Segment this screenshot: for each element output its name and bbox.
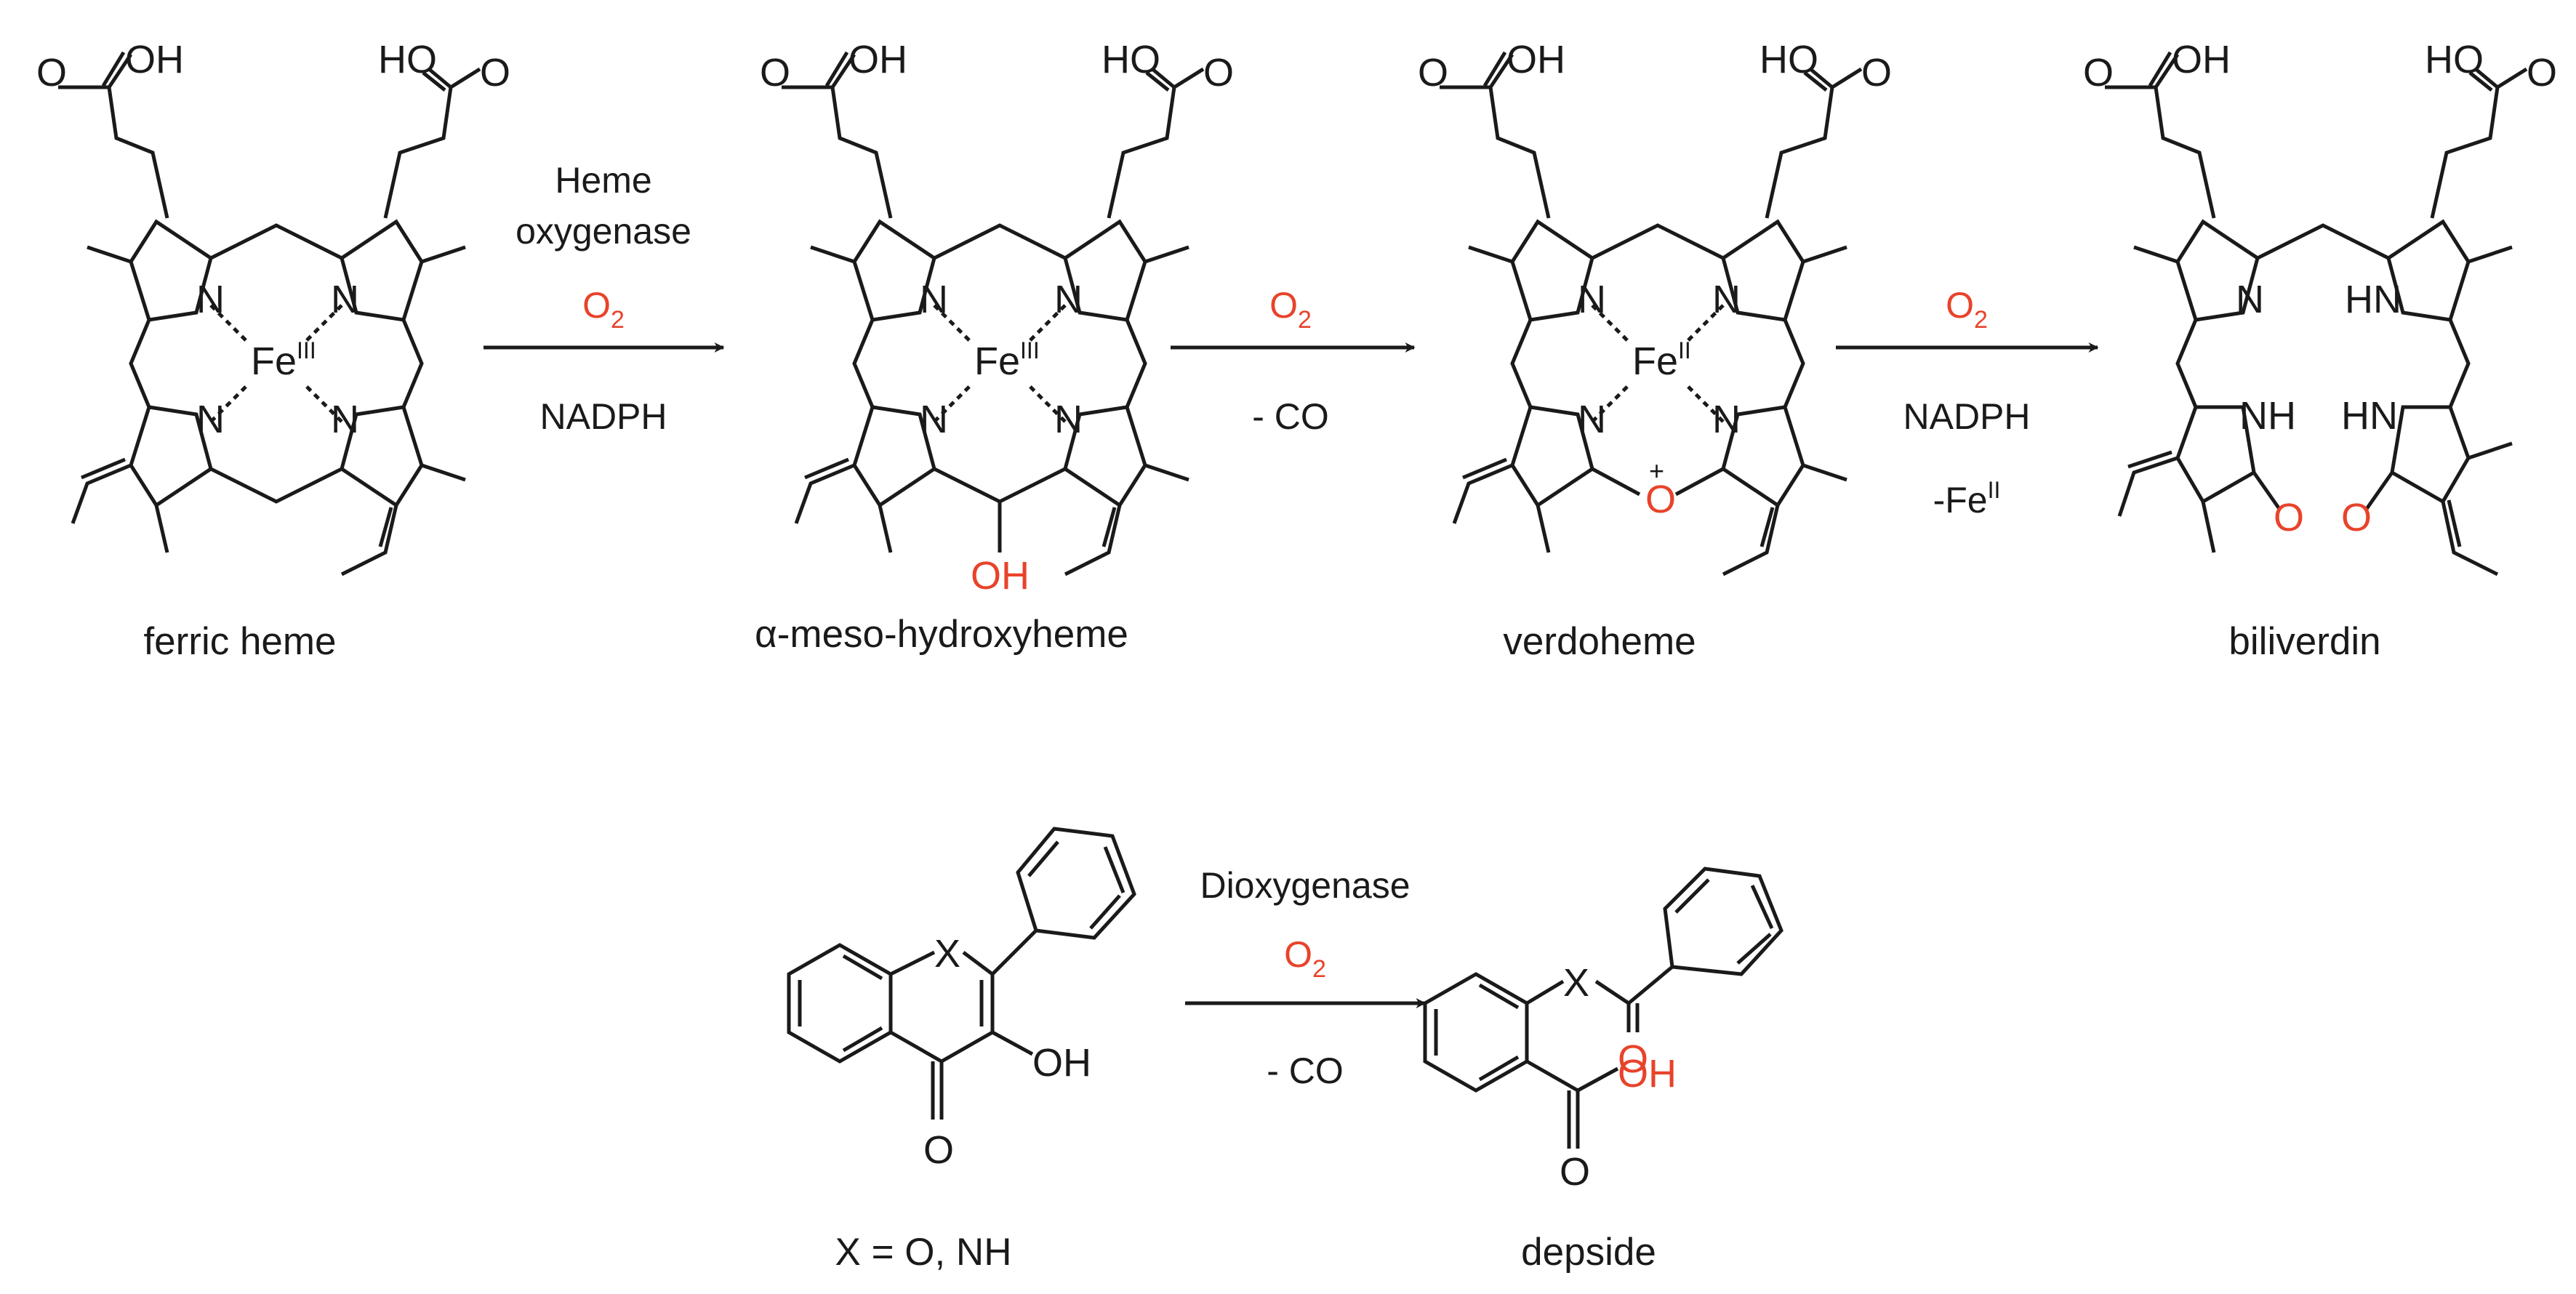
atom-o: O xyxy=(1203,51,1234,95)
atom-x: X xyxy=(1563,961,1589,1005)
ferric-heme-structure xyxy=(58,51,481,576)
acid-o: O xyxy=(1560,1150,1590,1194)
atom-n: N xyxy=(1712,398,1741,441)
atom-n: N xyxy=(1578,398,1606,441)
atom-n: N xyxy=(1712,278,1741,321)
atom-ho: HO xyxy=(378,38,437,81)
svg-text:FeIII: FeIII xyxy=(251,337,316,383)
arrow4-enzyme: Dioxygenase xyxy=(1200,865,1410,906)
arrow1-enzyme-line1: Heme xyxy=(555,160,651,201)
svg-text:FeIII: FeIII xyxy=(974,337,1040,383)
atom-fe: Fe xyxy=(974,339,1020,383)
biliverdin-atoms: O OH HO O N HN NH HN O O xyxy=(2083,38,2557,539)
atom-n: N xyxy=(1054,398,1083,441)
atom-n: N xyxy=(920,278,948,321)
atom-n: N xyxy=(1054,278,1083,321)
ferric-heme-atoms: O OH HO O N N N N FeIII xyxy=(36,38,510,441)
atom-nh: NH xyxy=(2239,394,2296,438)
caption-depside: depside xyxy=(1521,1231,1656,1274)
atom-hn: HN xyxy=(2341,394,2398,438)
depside-atoms: X O OH O xyxy=(1560,961,1677,1194)
verdoheme-structure xyxy=(1440,51,1863,576)
atom-oh: OH xyxy=(1032,1041,1091,1085)
arrow3-below: NADPH xyxy=(1903,396,2030,437)
atom-n: N xyxy=(331,278,359,321)
atom-x: X xyxy=(934,932,960,976)
flavonol-structure xyxy=(787,827,1136,1120)
atom-ho: HO xyxy=(1102,38,1160,81)
arrow4-below: - CO xyxy=(1267,1050,1344,1091)
caption-verdoheme: verdoheme xyxy=(1503,620,1696,663)
atom-oh: OH xyxy=(1506,38,1565,81)
atom-fe: Fe xyxy=(251,339,297,383)
hydroxyheme-structure xyxy=(782,51,1205,576)
atom-oh: OH xyxy=(125,38,184,81)
meso-oh: OH xyxy=(971,554,1030,598)
atom-o: O xyxy=(480,51,510,95)
flavonol-atoms: X O OH xyxy=(923,932,1091,1172)
fe-oxidation: III xyxy=(297,337,316,363)
atom-hn: HN xyxy=(2345,278,2402,321)
atom-oh: OH xyxy=(848,38,907,81)
verdoheme-atoms: O OH HO O N N N N FeII O + xyxy=(1418,38,1892,521)
lactam-o: O xyxy=(2274,496,2304,539)
caption-substrate: X = O, NH xyxy=(835,1231,1012,1274)
caption-biliverdin: biliverdin xyxy=(2228,620,2380,663)
arrow3-reagent: O2 xyxy=(1946,285,1988,334)
ring-charge: + xyxy=(1649,456,1664,486)
caption-hydroxyheme: α-meso-hydroxyheme xyxy=(755,613,1128,656)
atom-n: N xyxy=(920,398,948,441)
svg-text:FeII: FeII xyxy=(1632,337,1691,383)
atom-n: N xyxy=(1578,278,1606,321)
atom-n: N xyxy=(2236,278,2264,321)
atom-n: N xyxy=(331,398,359,441)
atom-n: N xyxy=(196,278,225,321)
atom-ho: HO xyxy=(2425,38,2484,81)
atom-oh: OH xyxy=(2172,38,2231,81)
atom-fe: Fe xyxy=(1632,339,1678,383)
ring-oxygen: O xyxy=(1645,478,1676,521)
fe-oxidation: II xyxy=(1678,337,1691,363)
fe-oxidation: III xyxy=(1020,337,1040,363)
atom-o: O xyxy=(2083,51,2114,95)
atom-o: O xyxy=(760,51,790,95)
atom-o: O xyxy=(1861,51,1892,95)
acid-oh: OH xyxy=(1618,1052,1677,1096)
arrow1-below: NADPH xyxy=(539,396,667,437)
arrow2-below: - CO xyxy=(1252,396,1329,437)
biliverdin-structure xyxy=(2105,51,2528,576)
arrow1-enzyme-line2: oxygenase xyxy=(515,211,691,252)
arrow1-reagent: O2 xyxy=(582,285,625,334)
atom-n: N xyxy=(196,398,225,441)
lactam-o: O xyxy=(2341,496,2372,539)
atom-o: O xyxy=(2527,51,2557,95)
arrow2-reagent: O2 xyxy=(1269,285,1312,334)
caption-ferric-heme: ferric heme xyxy=(143,620,336,663)
atom-o: O xyxy=(1418,51,1448,95)
hydroxyheme-atoms: O OH HO O N N N N FeIII OH xyxy=(760,38,1234,598)
atom-o: O xyxy=(923,1128,954,1172)
ester-o: O xyxy=(1618,1037,1648,1081)
atom-ho: HO xyxy=(1760,38,1818,81)
arrow4-reagent: O2 xyxy=(1284,934,1326,983)
depside-structure xyxy=(1423,867,1783,1149)
arrow3-below2: -FeII xyxy=(1933,477,2001,521)
atom-o: O xyxy=(36,51,67,95)
